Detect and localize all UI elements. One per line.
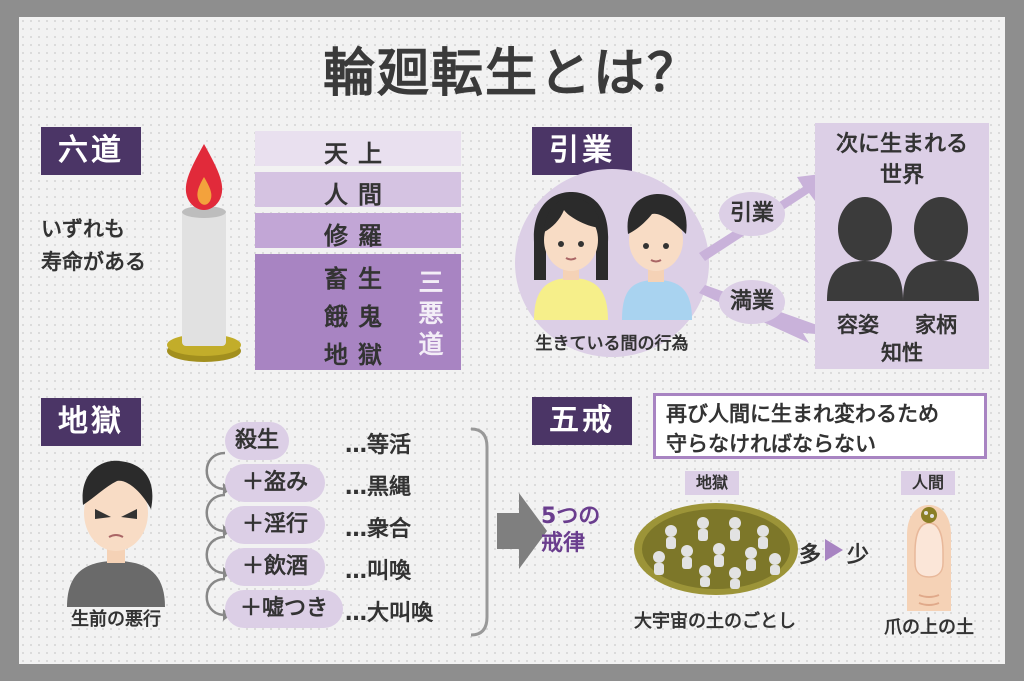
infographic-frame: 輪廻転生とは？ 六道 いずれも 寿命がある 天上 人間 修羅 畜生 餓鬼 地獄 … [19,17,1005,664]
realm-label: 修羅 [324,222,392,250]
couple-icon [533,192,692,320]
living-acts-caption: 生きている間の行為 [535,334,689,354]
deed-item: ＋嘘つき [225,590,343,628]
hell-name: …衆合 [345,517,412,542]
section-rikudo-heading: 六道 [41,127,141,175]
hell-name: …大叫喚 [345,601,434,626]
section-jigoku-heading: 地獄 [41,398,141,446]
section-gokai-heading: 五戒 [532,397,632,445]
attribute-intellect: 知性 [881,341,923,365]
hell-soil-icon [634,503,798,595]
three-evil-realms-block [255,254,461,370]
fingertip-icon [907,505,951,611]
hell-name: …等活 [345,433,412,458]
silhouette-icon [827,197,979,301]
manngo-arrow-label: 満業 [719,280,785,324]
three-evil-paths-label: 三悪道 [418,268,444,359]
section-ingo-heading: 引業 [532,127,632,175]
realm-label: 人間 [324,181,392,209]
candle-icon [167,144,241,362]
evil-deeds-caption: 生前の悪行 [71,609,161,630]
attribute-appearance: 容姿 [837,313,879,337]
realm-label: 餓鬼 [324,303,392,331]
realm-label: 地獄 [324,341,392,369]
page-title: 輪廻転生とは？ [322,44,701,104]
realm-label: 畜生 [324,265,392,293]
bracket-arrow [470,427,547,637]
gokai-note-line: 守らなければならない [666,432,876,456]
comparison-triangle-icon [825,539,843,561]
hell-name: …叫喚 [345,559,412,584]
deed-item: ＋盗み [225,464,325,502]
deed-item: 殺生 [225,422,289,460]
five-precepts-label: 5つの 戒律 [541,503,600,557]
realm-bar-shura [255,213,461,248]
many-label: 多 [799,543,822,568]
five-precepts-line: 5つの [541,504,601,529]
next-world-line: 世界 [879,163,924,188]
realm-bar-tenjo [255,131,461,166]
fingernail-soil-caption: 爪の上の土 [884,617,974,638]
realm-bar-ningen [255,172,461,207]
gokai-note-line: 再び人間に生まれ変わるため [666,402,939,426]
sinner-icon [67,460,165,607]
hell-soil-caption: 大宇宙の土のごとし [634,611,796,632]
ingo-arrow-label: 引業 [719,192,785,236]
rikudo-note-line: 寿命がある [41,250,146,274]
hell-name: …黒縄 [345,475,412,500]
few-label: 少 [847,543,870,568]
attribute-family: 家柄 [915,313,957,337]
deed-item: ＋飲酒 [225,548,325,586]
five-precepts-line: 戒律 [541,531,586,556]
human-tag: 人間 [901,471,955,495]
next-world-title: 次に生まれる 世界 [815,129,989,191]
rikudo-note: いずれも 寿命がある [41,213,146,279]
gokai-note-box: 再び人間に生まれ変わるため 守らなければならない [653,393,987,459]
hell-tag: 地獄 [685,471,739,495]
realm-label: 天上 [324,140,392,168]
next-world-line: 次に生まれる [835,132,968,157]
deed-item: ＋淫行 [225,506,325,544]
rikudo-note-line: いずれも [41,217,125,241]
